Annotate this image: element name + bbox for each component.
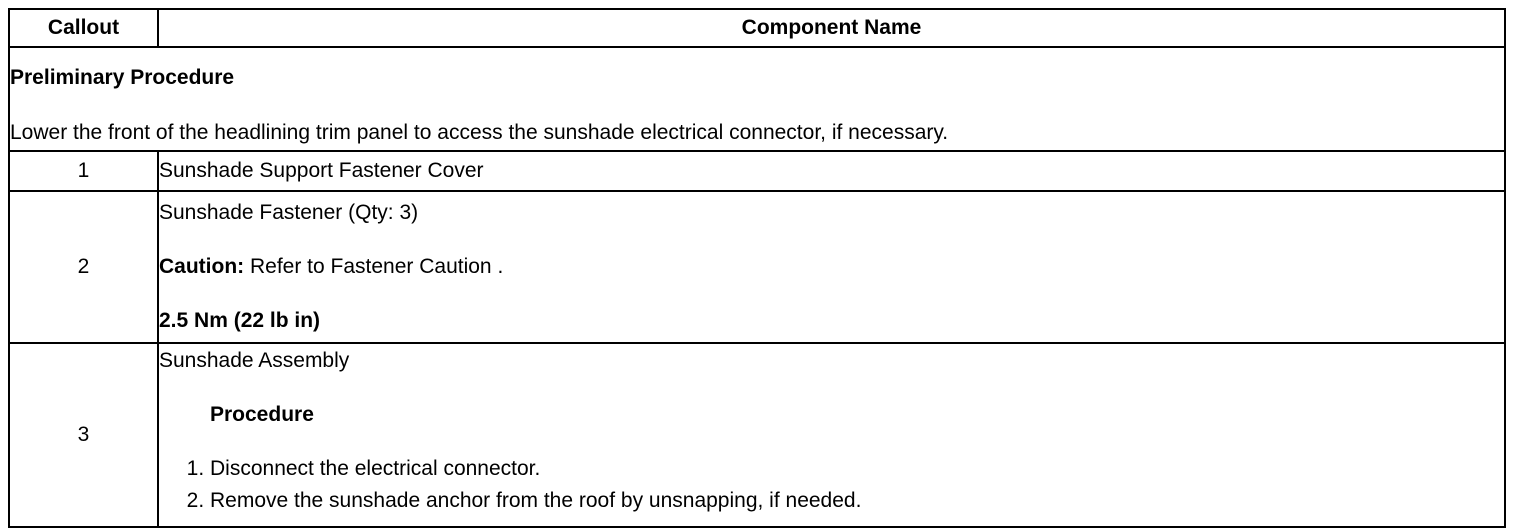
preliminary-procedure-row: Preliminary Procedure Lower the front of… (8, 46, 1506, 152)
callout-number: 3 (8, 342, 159, 528)
torque-spec: 2.5 Nm (22 lb in) (159, 309, 321, 332)
callout-number: 1 (8, 150, 159, 192)
procedure-steps: Disconnect the electrical connector. Rem… (159, 457, 1504, 513)
procedure-heading: Procedure (210, 403, 314, 426)
caution-label: Caution: (159, 255, 245, 278)
component-table: Callout Component Name Preliminary Proce… (8, 8, 1506, 528)
table-row: 2 Sunshade Fastener (Qty: 3) Caution: Re… (8, 190, 1506, 344)
table-row: 1 Sunshade Support Fastener Cover (8, 150, 1506, 192)
component-name: Sunshade Assembly (159, 349, 350, 372)
preliminary-procedure-cell: Preliminary Procedure Lower the front of… (8, 46, 1506, 152)
preliminary-procedure-text: Lower the front of the headlining trim p… (10, 121, 949, 144)
callout-number: 2 (8, 190, 159, 344)
caution-text: Refer to Fastener Caution . (244, 255, 504, 278)
component-name-header: Component Name (157, 8, 1506, 48)
component-name: Sunshade Fastener (Qty: 3) (159, 201, 419, 224)
preliminary-procedure-title: Preliminary Procedure (10, 66, 235, 89)
table-row: 3 Sunshade Assembly Procedure Disconnect… (8, 342, 1506, 528)
component-name: Sunshade Support Fastener Cover (157, 150, 1506, 192)
procedure-step: Disconnect the electrical connector. (210, 457, 1504, 481)
callout-header: Callout (8, 8, 159, 48)
procedure-step: Remove the sunshade anchor from the roof… (210, 489, 1504, 513)
caution-line: Caution: Refer to Fastener Caution . (159, 255, 1504, 279)
component-detail-cell: Sunshade Fastener (Qty: 3) Caution: Refe… (157, 190, 1506, 344)
header-row: Callout Component Name (8, 8, 1506, 48)
component-detail-cell: Sunshade Assembly Procedure Disconnect t… (157, 342, 1506, 528)
